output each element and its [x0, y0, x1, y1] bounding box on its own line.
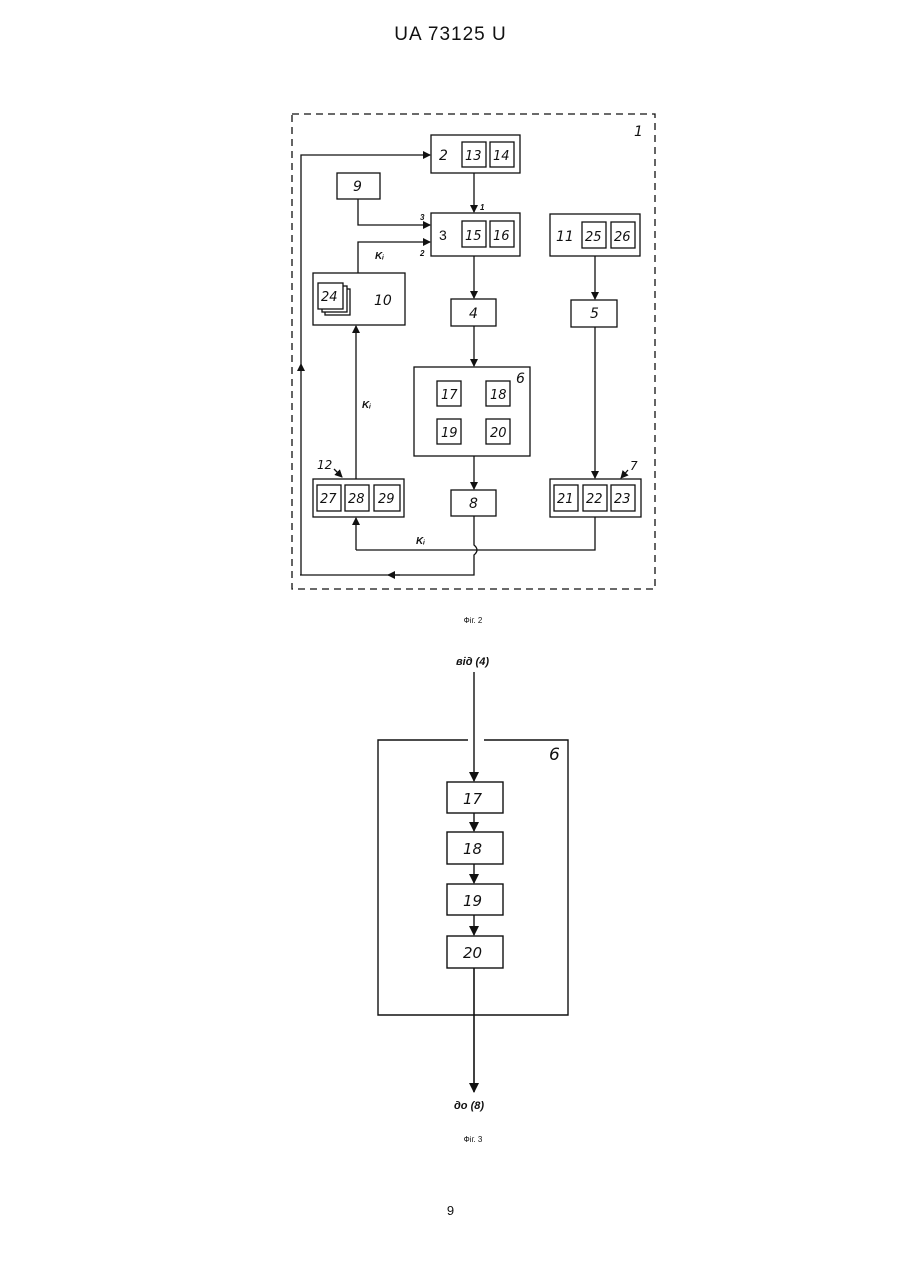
- fig3-output-label: до (8): [454, 1100, 484, 1112]
- label-block-23: 23: [614, 492, 631, 507]
- fig3-block-19: [447, 884, 503, 915]
- fig3-input-label: від (4): [456, 656, 489, 668]
- label-block-3: 3: [439, 227, 447, 243]
- fig3-label-18: 18: [463, 840, 482, 858]
- block-6: [414, 367, 530, 456]
- label-input-2: 2: [419, 249, 425, 258]
- container-6-left: [378, 740, 474, 1015]
- label-block-10: 10: [374, 293, 392, 309]
- pointer-12: [334, 469, 342, 477]
- arrow-to-12: [356, 517, 595, 550]
- label-ki-middle: Kᵢ: [362, 400, 371, 411]
- figure-2-caption: Фіг. 2: [0, 616, 901, 625]
- fig3-block-18: [447, 832, 503, 864]
- label-block-13: 13: [465, 149, 482, 164]
- label-block-19: 19: [441, 426, 458, 441]
- fig3-block-17: [447, 782, 503, 813]
- pointer-7: [621, 470, 628, 478]
- label-ki-lower: Kᵢ: [416, 536, 425, 547]
- figure-3-caption: Фіг. 3: [0, 1135, 901, 1144]
- label-block-9: 9: [353, 179, 362, 195]
- label-block-15: 15: [465, 229, 482, 244]
- label-block-29: 29: [378, 492, 395, 507]
- fig3-label-6: 6: [549, 745, 560, 765]
- label-block-22: 22: [586, 492, 603, 507]
- label-block-28: 28: [348, 492, 365, 507]
- label-outer-1: 1: [634, 124, 643, 140]
- label-block-26: 26: [614, 230, 631, 245]
- fig3-label-19: 19: [463, 892, 482, 910]
- label-block-17: 17: [441, 388, 458, 403]
- label-block-14: 14: [493, 149, 510, 164]
- fig3-label-20: 20: [463, 944, 482, 962]
- line-8-down: [300, 516, 477, 575]
- label-block-8: 8: [469, 496, 478, 512]
- label-block-11: 11: [556, 229, 574, 245]
- label-block-27: 27: [320, 492, 337, 507]
- container-6-right: [474, 740, 568, 1015]
- label-block-24: 24: [321, 290, 338, 305]
- label-block-25: 25: [585, 230, 602, 245]
- label-block-20: 20: [490, 426, 507, 441]
- label-block-2: 2: [439, 148, 448, 164]
- label-input-3: 3: [420, 213, 425, 222]
- page-number: 9: [0, 1203, 901, 1218]
- label-block-5: 5: [590, 306, 599, 322]
- figure-2-block-diagram: 1 2 13 14 9 3 15 16 1 3 2 11 25 26 Kᵢ 24…: [0, 0, 901, 640]
- label-block-16: 16: [493, 229, 510, 244]
- label-block-18: 18: [490, 388, 507, 403]
- label-input-1: 1: [480, 203, 485, 212]
- arrow-feedback-to-2: [301, 155, 430, 364]
- label-block-7: 7: [630, 459, 638, 473]
- label-block-21: 21: [557, 492, 574, 507]
- label-ki-upper: Kᵢ: [375, 251, 384, 262]
- fig3-block-20: [447, 936, 503, 968]
- fig3-label-17: 17: [463, 790, 483, 808]
- label-block-12: 12: [317, 458, 332, 472]
- label-block-4: 4: [469, 306, 478, 322]
- label-block-6: 6: [516, 371, 525, 387]
